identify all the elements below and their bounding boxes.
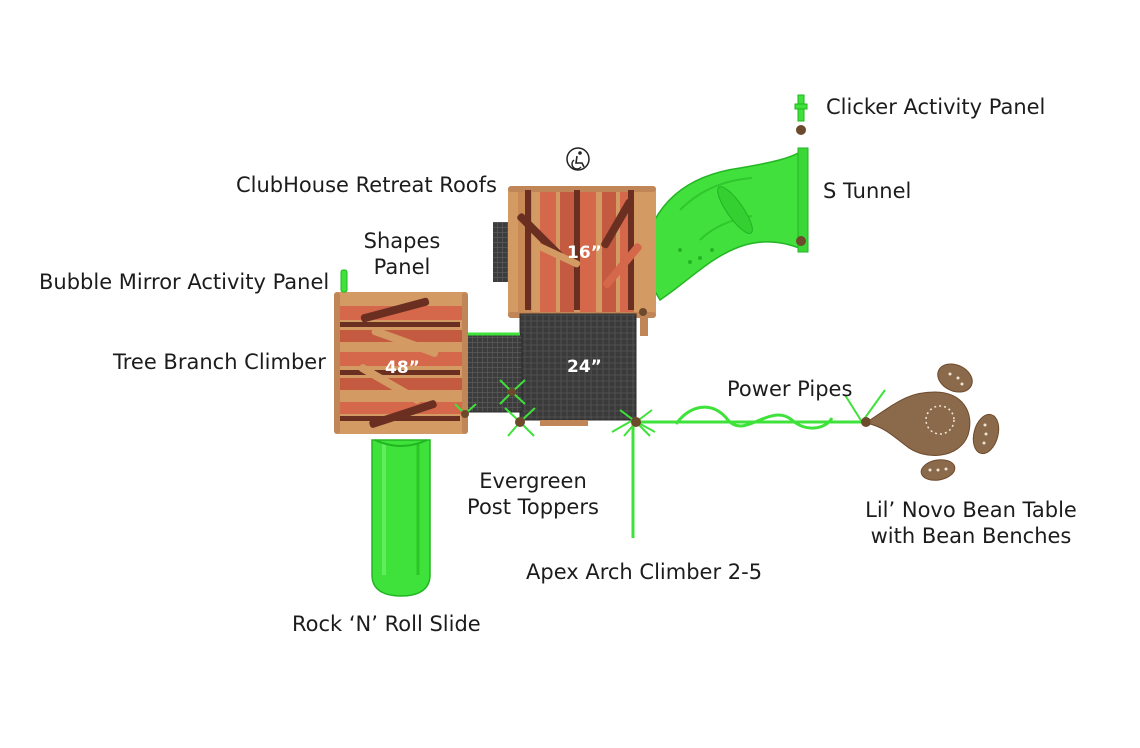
label-shapes-panel: Shapes Panel xyxy=(354,228,450,280)
label-s-tunnel: S Tunnel xyxy=(823,179,912,203)
label-evergreen-line2: Post Toppers xyxy=(467,495,599,519)
label-power-pipes: Power Pipes xyxy=(727,377,853,401)
label-lil-novo-line2: with Bean Benches xyxy=(870,524,1072,548)
connector-deck xyxy=(461,332,523,413)
clicker-activity-panel xyxy=(794,94,808,246)
s-tunnel xyxy=(639,147,809,302)
label-shapes-panel-line2: Panel xyxy=(373,255,431,279)
rock-n-roll-slide xyxy=(371,439,431,597)
lil-novo-bean-table xyxy=(869,363,1000,481)
label-tree-branch-climber: Tree Branch Climber xyxy=(113,350,326,374)
apex-arch-climber xyxy=(611,419,656,538)
center-deck-height: 24” xyxy=(567,357,602,377)
power-pipes xyxy=(636,389,886,430)
label-shapes-panel-line1: Shapes xyxy=(363,229,441,253)
label-clubhouse-retreat-roofs: ClubHouse Retreat Roofs xyxy=(236,173,497,197)
label-lil-novo-line1: Lil’ Novo Bean Table xyxy=(865,498,1077,522)
label-apex-arch-climber: Apex Arch Climber 2-5 xyxy=(526,560,763,584)
clubhouse-roof-upper: 16” xyxy=(493,186,656,318)
label-clicker-activity-panel: Clicker Activity Panel xyxy=(826,95,1046,119)
upper-deck-height: 16” xyxy=(567,243,602,263)
wheelchair-accessible-icon xyxy=(566,147,590,171)
center-deck: 24” xyxy=(519,313,637,421)
label-bubble-mirror-activity-panel: Bubble Mirror Activity Panel xyxy=(39,270,330,294)
label-evergreen-post-toppers: Evergreen Post Toppers xyxy=(460,468,606,520)
evergreen-post-toppers xyxy=(454,308,871,437)
bubble-mirror-activity-panel xyxy=(340,269,348,293)
left-deck-height: 48” xyxy=(385,358,420,378)
label-evergreen-line1: Evergreen xyxy=(479,469,587,493)
label-rock-n-roll-slide: Rock ‘N’ Roll Slide xyxy=(292,612,481,636)
tree-branch-roof-left: 48” xyxy=(334,292,468,434)
label-lil-novo-bean-table: Lil’ Novo Bean Table with Bean Benches xyxy=(858,497,1084,549)
